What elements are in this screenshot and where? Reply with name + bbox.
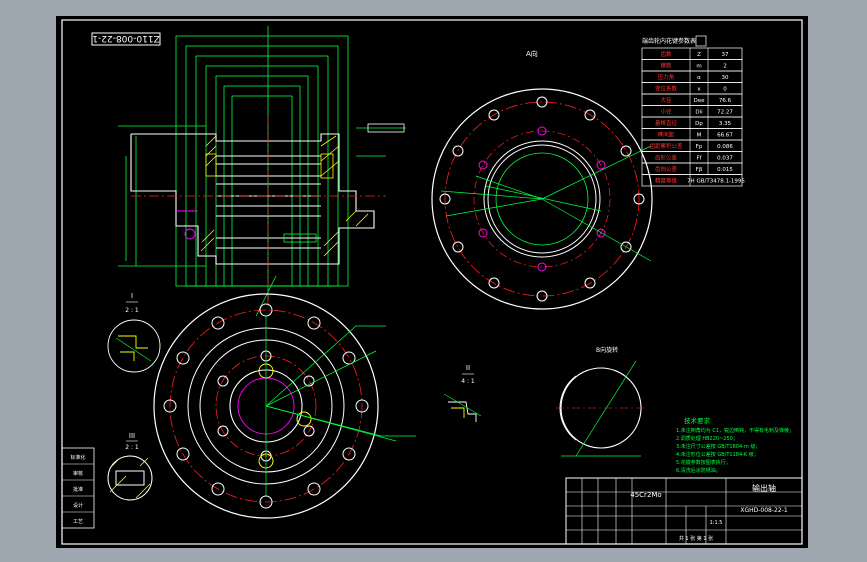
tech-note-line: 5.花键参数按图表执行； (676, 459, 731, 466)
param-value: 0.015 (717, 167, 733, 173)
drawing-sheet: Z110-008-22-1 (56, 16, 808, 548)
param-name: 齿形公差 (655, 154, 678, 162)
part-name: 输出轴 (752, 483, 776, 493)
param-name: 齿距累积公差 (649, 142, 683, 150)
part-outline (130, 133, 375, 265)
param-value: 3.35 (719, 121, 732, 127)
param-value: 72.27 (717, 110, 733, 116)
scale: 1:1.5 (710, 520, 723, 526)
tech-notes-title: 技术要求 (684, 416, 711, 425)
param-name: 压力角 (658, 73, 675, 81)
param-symbol: Dii (695, 110, 703, 116)
param-symbol: α (697, 75, 701, 81)
a-view: A向 (431, 49, 653, 310)
param-symbol: x (697, 87, 701, 93)
param-symbol: Ff (696, 156, 702, 162)
left-box-cell: 标准化 (70, 454, 85, 461)
b-view: B向旋转 (556, 346, 646, 457)
section-hatching (200, 135, 369, 257)
section-ii-label: II (466, 364, 470, 372)
a-view-holes (439, 96, 645, 302)
param-name: 小径 (660, 108, 672, 116)
roughness-symbol (695, 35, 707, 47)
tech-note-line: 1.未注倒角均为 C1，锐边倒钝，不得有毛刺及锋棱； (676, 427, 794, 434)
left-box-cell: 设计 (73, 502, 83, 509)
tech-note-line: 6.清洗后涂防锈油。 (676, 467, 721, 474)
table-row (641, 59, 743, 72)
cad-drawing: Z110-008-22-1 (61, 19, 803, 545)
key-detail (176, 210, 198, 240)
param-symbol: Fβ (696, 167, 703, 173)
param-value: 0.037 (717, 156, 733, 162)
dimension-lines (118, 26, 406, 317)
technical-requirements: 技术要求 1.未注倒角均为 C1，锐边倒钝，不得有毛刺及锋棱； 2.调质处理 H… (676, 416, 794, 474)
param-symbol: m (696, 64, 701, 70)
a-view-leaders (440, 145, 652, 262)
left-approval-box: 标准化 审核 批准 设计 工艺 (61, 447, 95, 529)
view-leaders (265, 316, 416, 496)
param-value: 30 (722, 75, 729, 81)
param-value: 0.086 (717, 144, 733, 150)
section-i-label: I (131, 292, 133, 300)
param-name: 精度等级 (655, 177, 678, 185)
spline-parameter-table: 端齿轮内花键参数表 齿数 Z 37 模数 m 2 压力角 α 30 变位系数 x 0 大径 Dee 76.6… (641, 35, 745, 187)
flange-front-view (153, 293, 416, 519)
tech-note-line: 3.未注尺寸公差按 GB/T1804-m 级； (676, 443, 760, 450)
section-ii-scale: 4 : 1 (461, 378, 475, 385)
param-symbol: Z (697, 52, 701, 58)
section-ii: II 4 : 1 (443, 364, 482, 422)
drawing-number-rotated: Z110-008-22-1 (92, 33, 159, 43)
param-name: 量棒直径 (655, 119, 678, 127)
outer-bolt-holes (163, 303, 369, 509)
param-name: 齿向公差 (655, 165, 678, 173)
left-box-cell: 批准 (73, 486, 83, 493)
title-block: 45Cr2Mo 输出轴 XGHD-008-22-1 1:1.5 共 1 张 第 … (565, 477, 803, 545)
param-value: 66.67 (717, 133, 733, 139)
section-iii-label: III (129, 432, 135, 440)
param-value: 37 (722, 52, 729, 58)
tolerance-frame (283, 233, 317, 243)
table-grid: 齿数 Z 37 模数 m 2 压力角 α 30 变位系数 x 0 大径 Dee 76.6 小径 Dii 72.27… (641, 47, 745, 187)
param-name: 齿数 (660, 50, 672, 58)
param-symbol: Fp (696, 144, 703, 150)
section-i: I 2 : 1 (107, 292, 161, 373)
material: 45Cr2Mo (630, 491, 661, 499)
param-symbol: Dee (693, 98, 705, 104)
table-title: 端齿轮内花键参数表 (642, 37, 696, 45)
param-value: 2 (723, 64, 727, 70)
param-name: 棒间距 (658, 131, 675, 139)
param-name: 大径 (660, 96, 672, 104)
drawing-no: XGHD-008-22-1 (740, 507, 787, 514)
tolerance-frame (367, 123, 405, 133)
view-b-label: B向旋转 (596, 346, 618, 354)
left-box-cell: 工艺 (73, 519, 83, 525)
param-symbol: Dp (695, 121, 703, 127)
param-symbol: M (697, 133, 702, 139)
param-name: 模数 (660, 62, 672, 70)
tech-note-line: 4.未注形位公差按 GB/T1184-K 级； (676, 451, 759, 458)
main-section-view (118, 26, 406, 317)
left-box-cell: 审核 (73, 470, 83, 477)
tech-note-line: 2.调质处理 HB220~250； (676, 435, 738, 442)
param-value: 76.6 (719, 98, 732, 104)
table-row (641, 174, 743, 187)
sheet-count: 共 1 张 第 1 张 (679, 535, 713, 542)
sheet-border (61, 19, 803, 545)
section-iii-scale: 2 : 1 (125, 444, 139, 451)
section-i-scale: 2 : 1 (125, 307, 139, 314)
view-a-label: A向 (526, 49, 538, 58)
section-iii: III 2 : 1 (107, 432, 153, 501)
param-value: 7H GB/T3478.1-1995 (687, 179, 745, 185)
param-value: 0 (723, 87, 727, 93)
drawing-number-box: Z110-008-22-1 (91, 32, 161, 46)
param-name: 变位系数 (655, 85, 678, 93)
